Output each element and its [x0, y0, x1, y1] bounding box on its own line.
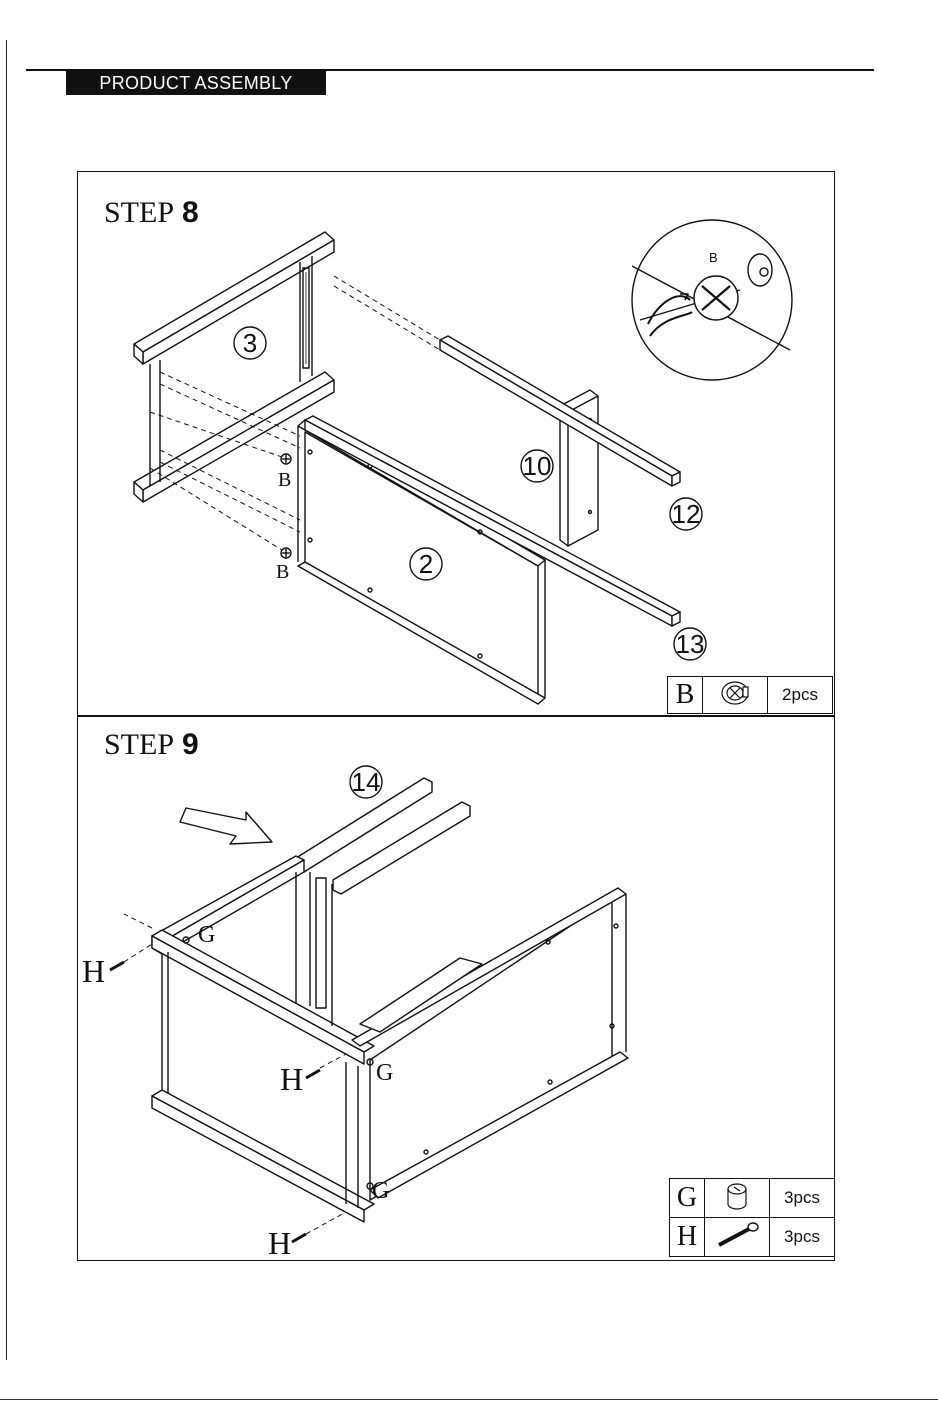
- right-panel-step-9: [352, 888, 628, 1200]
- label-g-1: G: [198, 922, 215, 948]
- part-letter: G: [670, 1179, 705, 1218]
- cam-lock-detail: [632, 220, 792, 380]
- label-h-2: H: [280, 1061, 303, 1097]
- part-quantity: 2pcs: [768, 677, 833, 714]
- cam-bolt-icon: [705, 1218, 770, 1257]
- rail-part-14: [296, 778, 470, 894]
- side-frame-part-3: [134, 232, 334, 502]
- front-frame-step-9: [152, 856, 374, 1222]
- bottom-rule: [0, 1399, 938, 1400]
- parts-table-step-9: G 3pcs H 3pcs: [669, 1178, 835, 1257]
- callout-13: 13: [676, 629, 705, 659]
- cam-nut-icon-graphic: [722, 1180, 752, 1212]
- callout-14: 14: [352, 767, 381, 797]
- callout-10: 10: [523, 451, 552, 481]
- callout-2: 2: [419, 549, 433, 579]
- cam-lock-b-2: [281, 548, 291, 558]
- part-row-h: H 3pcs: [670, 1218, 835, 1257]
- cam-lock-b-1: [281, 454, 291, 464]
- cam-bolt-icon-graphic: [713, 1220, 761, 1250]
- cam-lock-icon: [703, 677, 768, 714]
- label-h-1: H: [82, 953, 105, 989]
- label-b-detail: B: [709, 250, 718, 265]
- cam-nut-icon: [705, 1179, 770, 1218]
- parts-table-step-8: B 2pcs: [667, 676, 833, 714]
- callout-12: 12: [672, 499, 701, 529]
- label-h-3: H: [268, 1225, 291, 1261]
- part-row-b: B 2pcs: [668, 677, 833, 714]
- label-b-1: B: [278, 469, 291, 491]
- direction-arrow-icon: [180, 808, 272, 844]
- part-quantity: 3pcs: [770, 1179, 835, 1218]
- label-b-2: B: [276, 561, 289, 583]
- part-letter: H: [670, 1218, 705, 1257]
- cam-lock-icon-graphic: [715, 678, 755, 708]
- part-quantity: 3pcs: [770, 1218, 835, 1257]
- part-letter: B: [668, 677, 703, 714]
- part-row-g: G 3pcs: [670, 1179, 835, 1218]
- callout-3: 3: [243, 328, 257, 358]
- label-g-3: G: [372, 1178, 389, 1204]
- label-g-2: G: [376, 1060, 393, 1086]
